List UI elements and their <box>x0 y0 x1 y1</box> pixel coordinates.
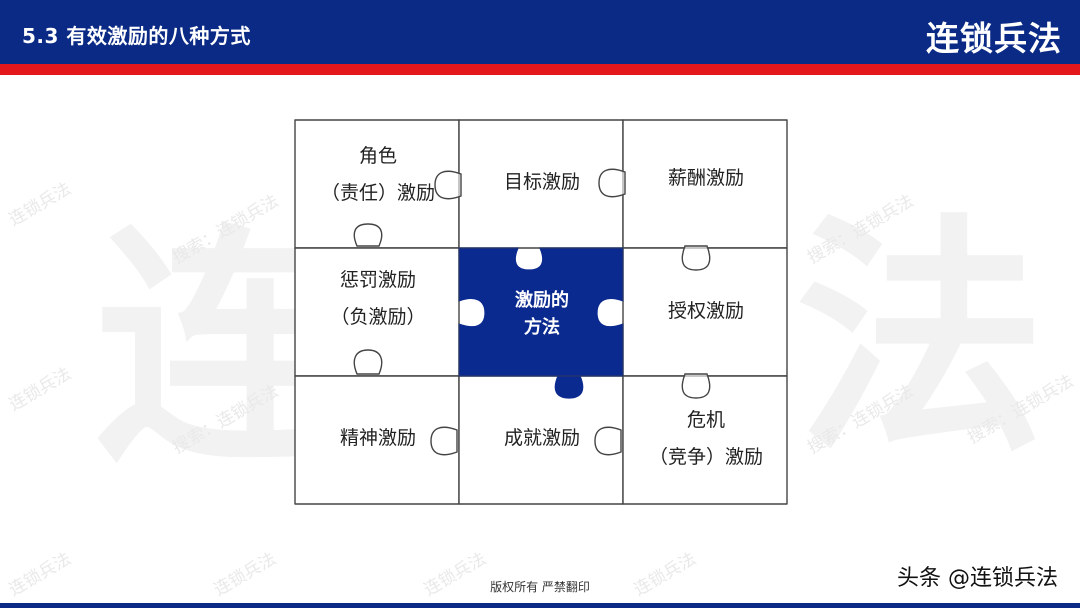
puzzle-piece-crisis-incentive: 危机 （竞争）激励 <box>648 409 763 469</box>
header-accent-stripe <box>0 64 1080 75</box>
header-bar <box>0 0 1080 64</box>
puzzle-piece-achievement-incentive: 成就激励 <box>503 427 580 449</box>
puzzle-tab <box>353 223 383 247</box>
puzzle-tab <box>598 168 626 198</box>
background-watermark-char-right: 法 <box>795 194 1045 485</box>
slide-title: 5.3 有效激励的八种方式 <box>22 24 251 48</box>
motivation-puzzle: 角色 （责任）激励 目标激励 薪酬激励 惩罚激励 （负激励） 激励的 方法 授权… <box>285 112 797 512</box>
puzzle-tab <box>594 426 622 456</box>
puzzle-piece-role-incentive: 角色 （责任）激励 <box>320 145 435 205</box>
footer-bar <box>0 603 1080 608</box>
puzzle-piece-punishment-incentive: 惩罚激励 （负激励） <box>330 269 426 329</box>
watermark-text: 连锁兵法 <box>5 364 75 416</box>
puzzle-piece-goal-incentive: 目标激励 <box>503 171 580 193</box>
puzzle-piece-frame <box>622 375 788 505</box>
puzzle-tab <box>681 245 711 271</box>
source-attribution: 头条 @连锁兵法 <box>897 566 1058 591</box>
copyright-notice: 版权所有 严禁翻印 <box>490 580 590 594</box>
puzzle-graphic <box>294 119 788 505</box>
puzzle-piece-salary-incentive: 薪酬激励 <box>667 167 744 189</box>
watermark-text: 连锁兵法 <box>5 179 75 231</box>
puzzle-tab <box>681 373 711 399</box>
puzzle-tab <box>353 349 383 375</box>
puzzle-tab <box>434 170 462 200</box>
brand-logo-text: 连锁兵法 <box>926 19 1062 58</box>
puzzle-tab <box>430 426 458 456</box>
puzzle-piece-authorization-incentive: 授权激励 <box>667 300 744 322</box>
puzzle-piece-spiritual-incentive: 精神激励 <box>339 427 416 449</box>
puzzle-center-methods: 激励的 方法 <box>515 290 569 338</box>
